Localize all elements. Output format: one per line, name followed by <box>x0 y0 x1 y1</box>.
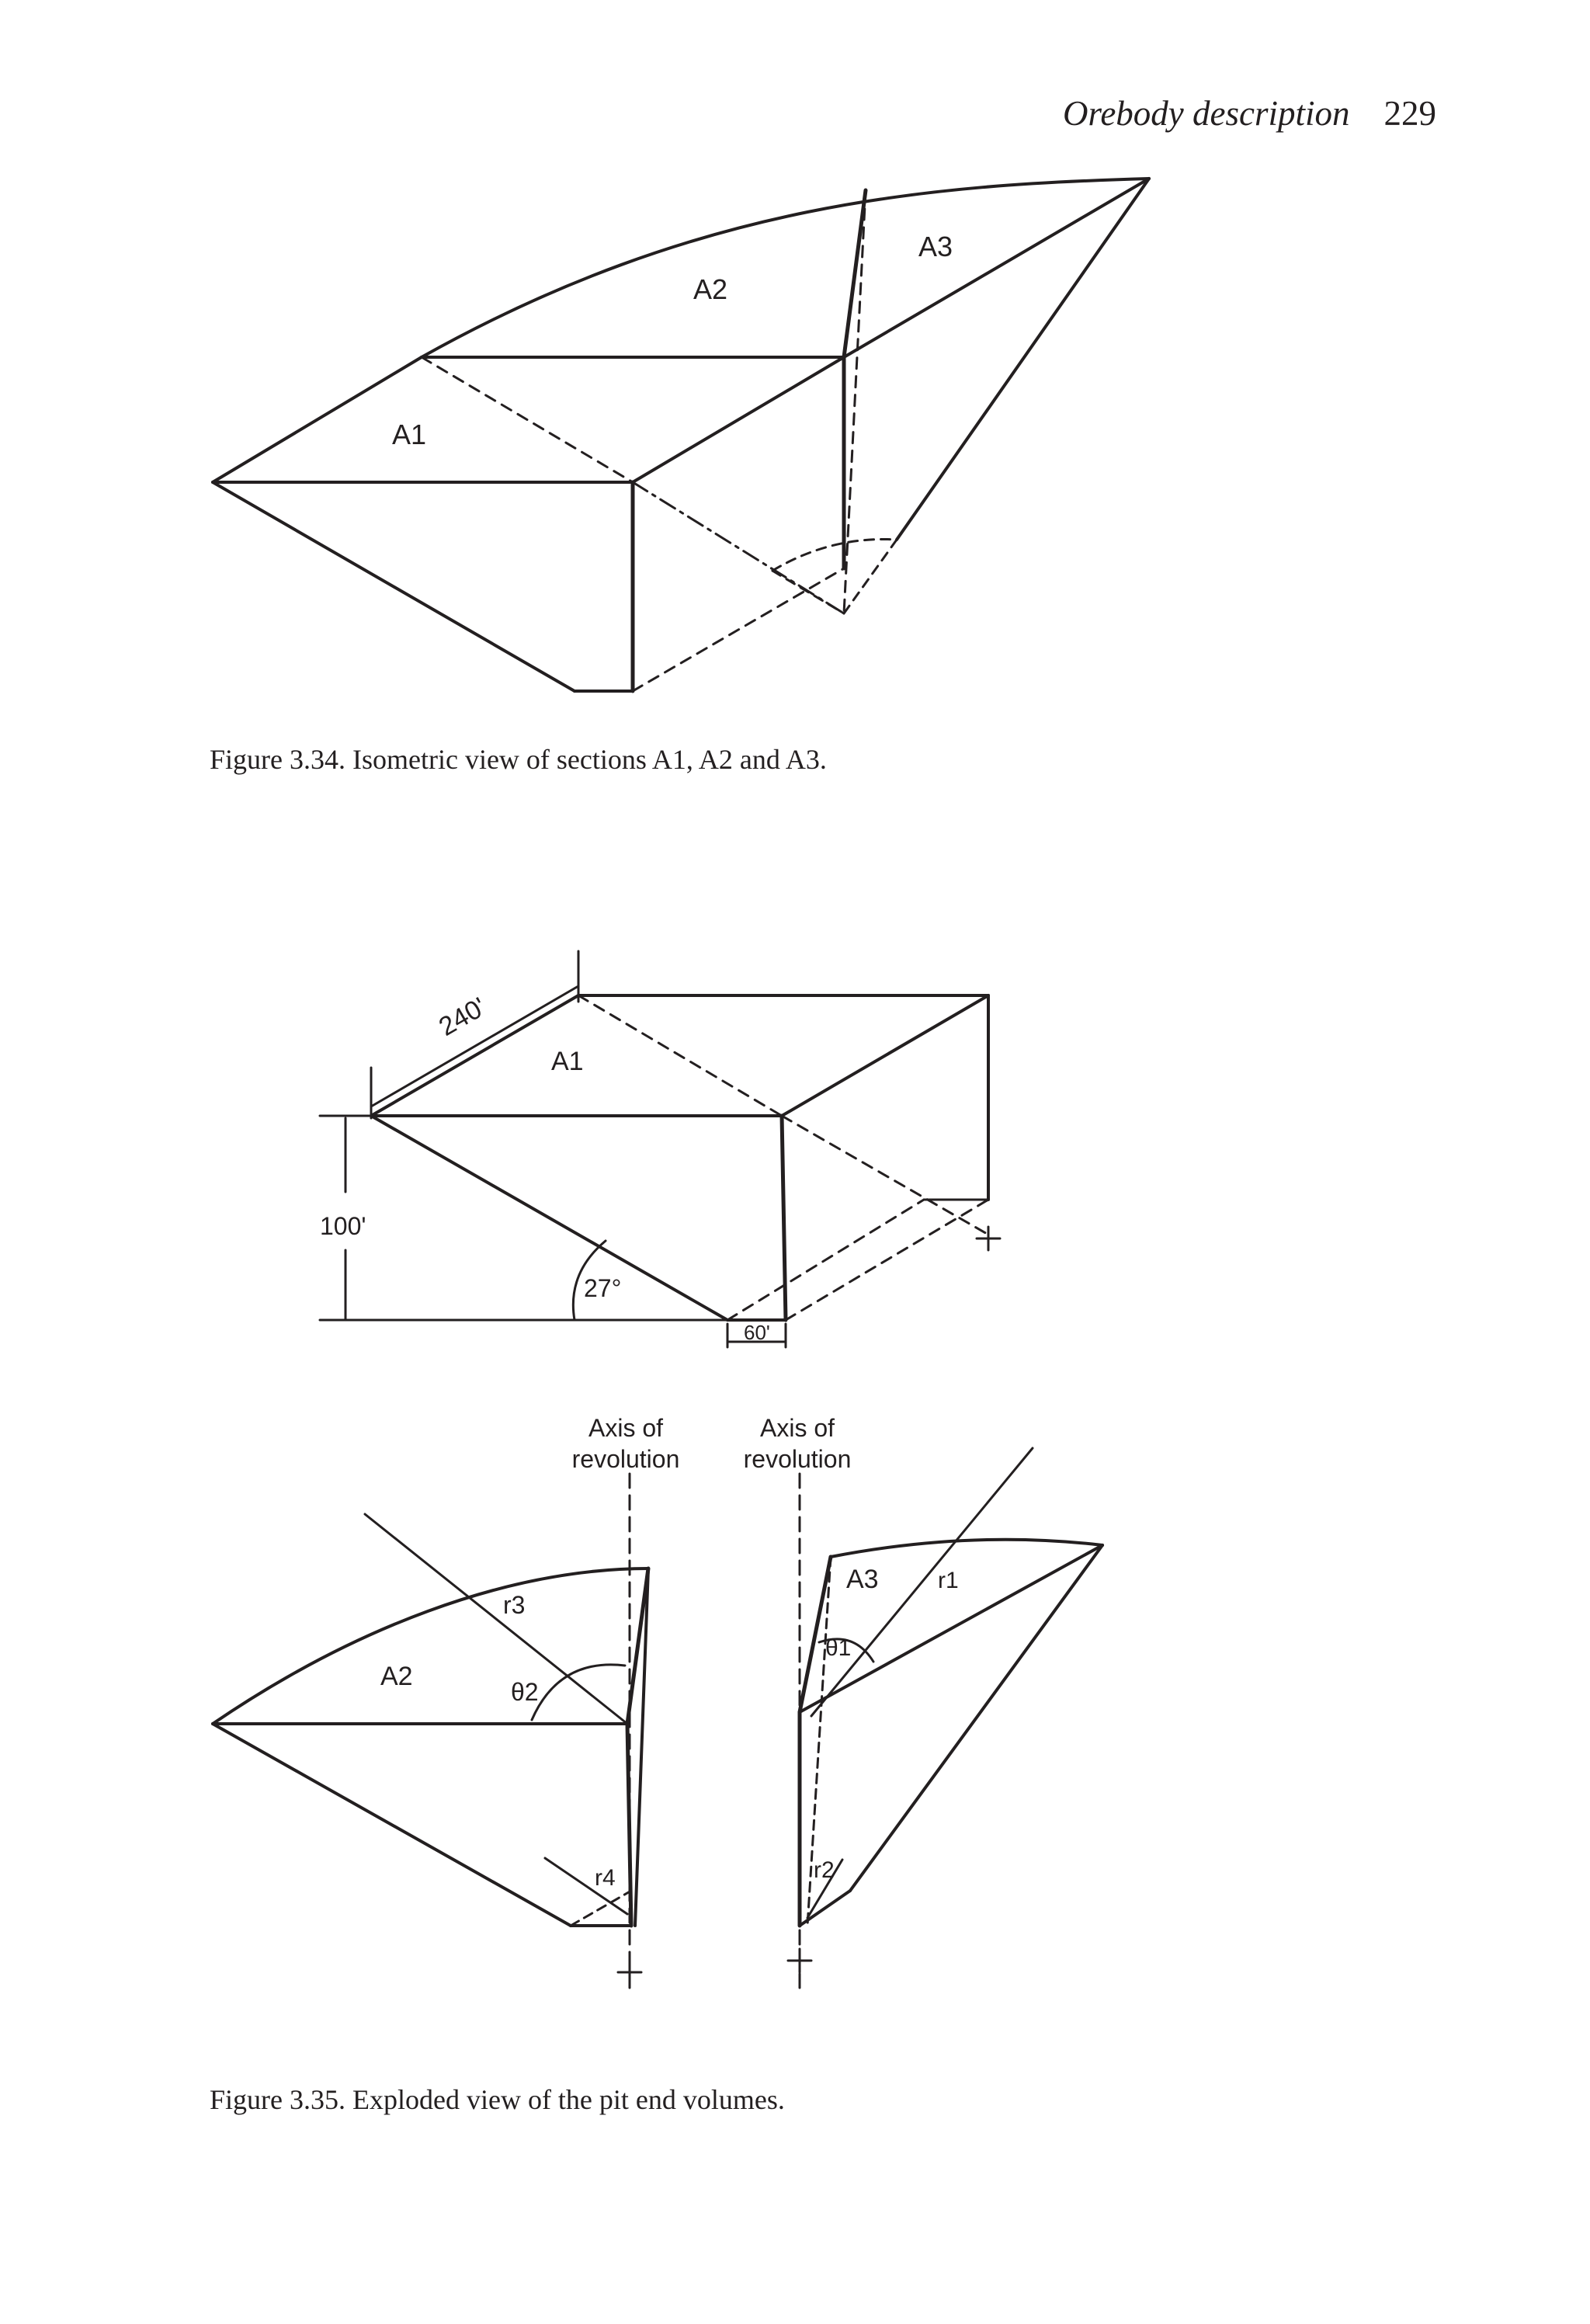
r4-label: r4 <box>595 1865 616 1891</box>
theta1-arc <box>818 1638 875 1663</box>
dim-100-label: 100' <box>320 1212 366 1240</box>
fig334-label-a2: A2 <box>693 273 727 305</box>
a1-base-hidden <box>784 1198 990 1322</box>
r2-line <box>806 1858 844 1919</box>
fig334-label-a1: A1 <box>392 419 426 450</box>
a1-hidden-diag <box>420 356 634 484</box>
a2-bottom-edge <box>211 1722 572 1927</box>
box-bottom-hidden-2 <box>631 567 845 693</box>
page-number: 229 <box>1383 94 1437 133</box>
a2-right-slope <box>634 1567 650 1927</box>
a1-slope <box>370 1114 729 1322</box>
base-hidden-2 <box>842 538 898 615</box>
theta2-arc <box>530 1663 627 1721</box>
figure-3-35-caption: Figure 3.35. Exploded view of the pit en… <box>210 2084 785 2115</box>
theta2-label: θ2 <box>511 1678 539 1706</box>
a2-right-edge-top <box>625 1566 651 1726</box>
a1-top-edge <box>211 356 423 484</box>
dim-240-line <box>370 985 580 1108</box>
a1-hidden-2 <box>780 1114 990 1236</box>
a3-outer-edge <box>895 177 1151 541</box>
angle-arc <box>571 1239 607 1322</box>
a3-left-edge <box>797 1555 833 1714</box>
top-arc <box>420 177 1151 359</box>
a3-outer-edge <box>849 1544 1104 1892</box>
r4-line <box>543 1857 629 1916</box>
r2-label: r2 <box>814 1857 835 1883</box>
a3-top-diag <box>842 177 1151 359</box>
fig335-label-a3: A3 <box>846 1565 879 1594</box>
a1-front-vertical <box>779 1113 788 1322</box>
a1-bottom-edge <box>211 481 576 693</box>
angle-label: 27° <box>584 1274 621 1302</box>
a1-top-left-edge <box>370 994 580 1117</box>
r1-line <box>810 1447 1034 1718</box>
r3-line <box>363 1513 629 1725</box>
base-hidden-3 <box>771 569 845 615</box>
a3-lean-edge <box>842 188 868 360</box>
r3-label: r3 <box>503 1591 525 1619</box>
a1-hidden-diag <box>577 994 783 1117</box>
a2-outer-arc <box>211 1567 650 1725</box>
box-top-right <box>631 356 845 484</box>
a3-hidden-axis <box>842 189 867 615</box>
fig335-label-a1: A1 <box>551 1047 584 1076</box>
figure-3-35-a3-drawing <box>786 1447 1104 1997</box>
box-center-line <box>631 481 845 615</box>
r1-label: r1 <box>938 1568 959 1593</box>
figure-3-34-drawing <box>211 177 1151 693</box>
fig334-label-a3: A3 <box>918 231 953 262</box>
figure-3-34-caption: Figure 3.34. Isometric view of sections … <box>210 744 827 775</box>
figure-3-35-a1-drawing <box>318 950 1002 1349</box>
a1-right-top-edge <box>780 994 990 1117</box>
figure-3-35-a2-drawing <box>211 1472 651 1997</box>
dim-240-label: 240' <box>434 992 491 1042</box>
theta1-label: θ1 <box>825 1635 851 1661</box>
base-arc-hidden <box>771 538 898 572</box>
a1-hidden-3 <box>726 1198 925 1322</box>
a3-top-arc <box>829 1537 1104 1558</box>
a2-base-hidden <box>569 1889 633 1927</box>
a3-hidden <box>806 1555 832 1927</box>
page-header: Orebody description 229 <box>1063 93 1436 134</box>
dim-60-label: 60' <box>744 1321 770 1344</box>
running-head-title: Orebody description <box>1062 94 1350 133</box>
a3-diag <box>798 1544 1104 1714</box>
a2-right-vertical <box>625 1721 634 1928</box>
fig335-label-a2: A2 <box>380 1662 413 1691</box>
